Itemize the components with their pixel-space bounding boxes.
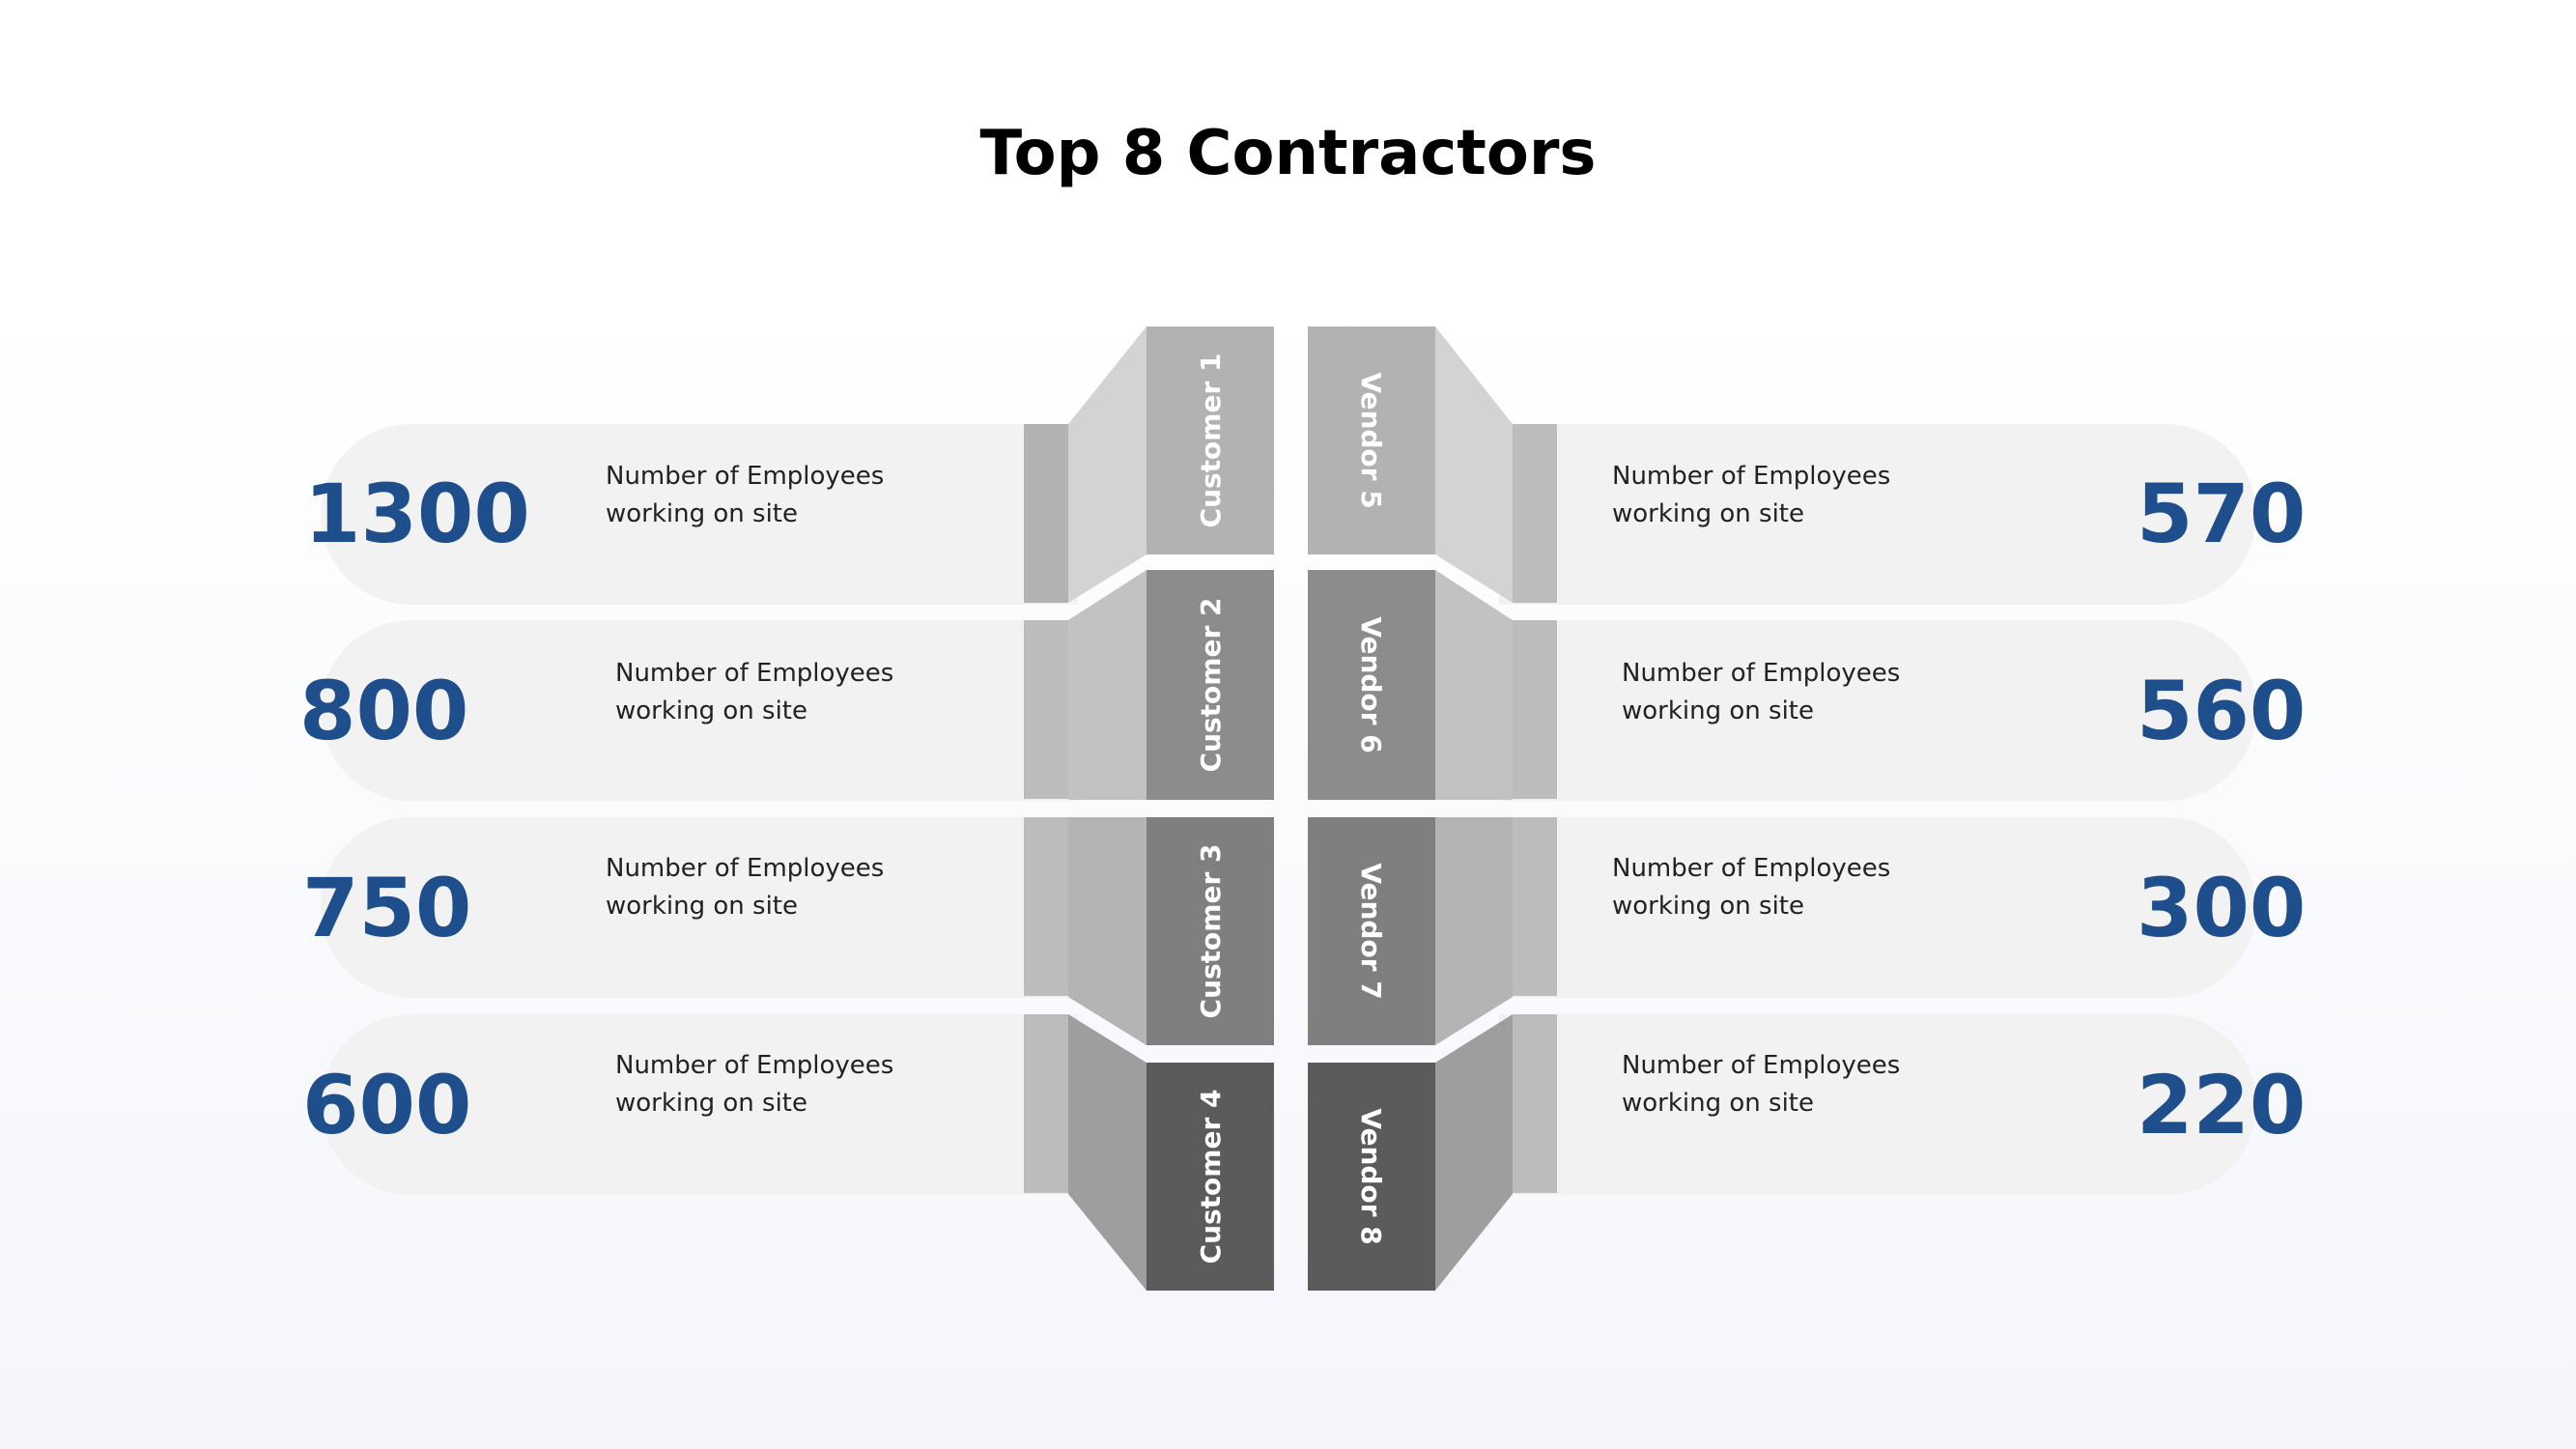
customer-label-4: Customer 4 [1195, 1090, 1227, 1264]
customer-bar-4 [1146, 1063, 1274, 1291]
bevel-panel [1068, 327, 1146, 603]
connector-lip [1513, 620, 1557, 799]
bevel-panel [1435, 327, 1513, 603]
vendor-description-6: Number of Employees working on site [1622, 659, 1901, 725]
customer-row-1 [321, 424, 1078, 605]
customer-label-3: Customer 3 [1195, 844, 1227, 1019]
vendor-description-8: Number of Employees working on site [1622, 1051, 1901, 1118]
customer-row-3 [321, 817, 1078, 998]
vendor-row-5 [1499, 424, 2256, 605]
customer-value-3: 750 [302, 861, 472, 955]
customer-bar-1 [1146, 327, 1274, 554]
bevel-panel [1435, 570, 1513, 800]
customer-value-4: 600 [302, 1058, 472, 1152]
connector-lip [1513, 1014, 1557, 1193]
bevel-panel [1435, 817, 1513, 1045]
connector-lip [1024, 620, 1068, 799]
customer-label-2: Customer 2 [1195, 598, 1227, 773]
bevel-panel [1068, 570, 1146, 800]
vendor-label-6: Vendor 6 [1355, 616, 1387, 753]
vendor-bar-5 [1308, 327, 1435, 554]
vendor-value-8: 220 [2137, 1058, 2307, 1152]
vendor-value-6: 560 [2137, 664, 2307, 758]
vendor-description-7: Number of Employees working on site [1612, 854, 1891, 921]
vendor-bar-6 [1308, 570, 1435, 800]
customer-bar-2 [1146, 570, 1274, 800]
vendor-label-8: Vendor 8 [1355, 1108, 1387, 1244]
customer-bar-3 [1146, 817, 1274, 1045]
bevel-panel [1435, 1014, 1513, 1291]
connector-lip [1024, 817, 1068, 996]
customer-value-2: 800 [299, 664, 469, 758]
customer-description-4: Number of Employees working on site [615, 1051, 894, 1118]
customer-value-1: 1300 [304, 467, 530, 561]
connector-lip [1513, 424, 1557, 603]
vendor-bar-8 [1308, 1063, 1435, 1291]
customer-description-2: Number of Employees working on site [615, 659, 894, 725]
vendor-value-7: 300 [2137, 861, 2307, 955]
bevel-panel [1068, 1014, 1146, 1291]
connector-lip [1024, 424, 1068, 603]
customer-label-1: Customer 1 [1195, 354, 1227, 528]
page-title: Top 8 Contractors [979, 118, 1597, 189]
customer-row-2 [321, 620, 1078, 801]
vendor-row-7 [1499, 817, 2256, 998]
customer-description-1: Number of Employees working on site [606, 462, 885, 528]
vendor-row-6 [1499, 620, 2256, 801]
vendor-value-5: 570 [2137, 467, 2307, 561]
vendor-description-5: Number of Employees working on site [1612, 462, 1891, 528]
connector-lip [1024, 1014, 1068, 1193]
vendor-label-5: Vendor 5 [1355, 372, 1387, 508]
vendor-row-8 [1499, 1014, 2256, 1195]
customer-row-4 [321, 1014, 1078, 1195]
customer-description-3: Number of Employees working on site [606, 854, 885, 921]
vendor-bar-7 [1308, 817, 1435, 1045]
bevel-panel [1068, 817, 1146, 1045]
vendor-label-7: Vendor 7 [1355, 863, 1387, 999]
connector-lip [1513, 817, 1557, 996]
